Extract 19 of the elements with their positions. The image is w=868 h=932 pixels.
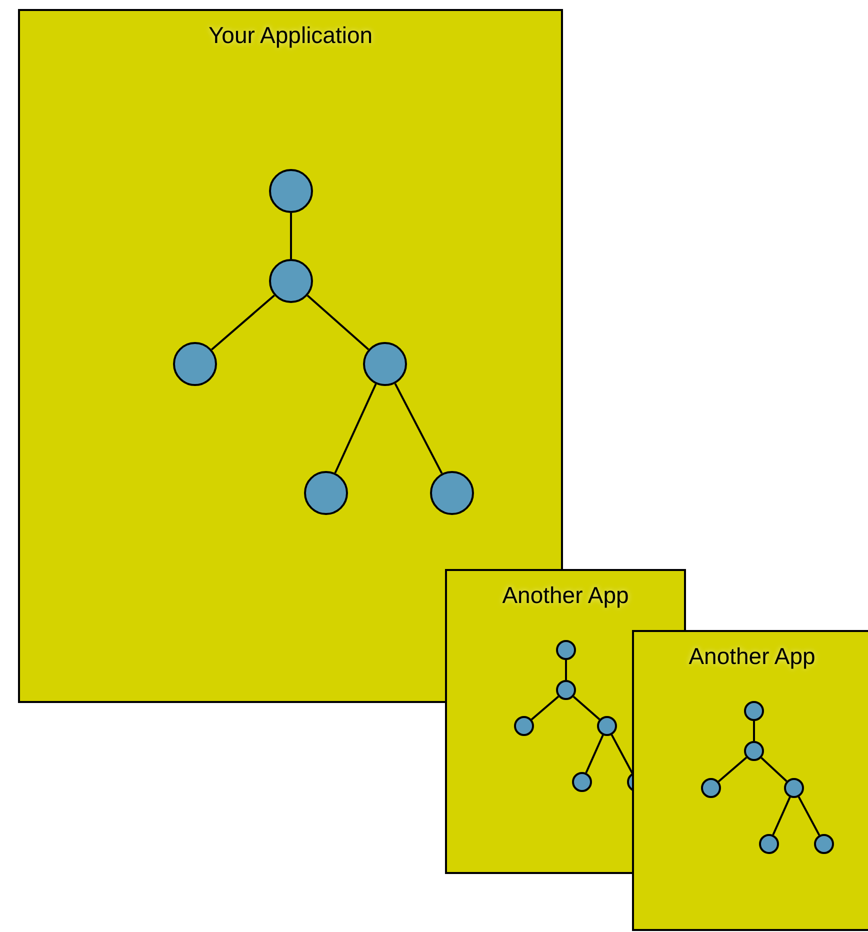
connector-line	[610, 734, 634, 774]
connector-line	[585, 734, 604, 774]
connector-line	[753, 721, 755, 741]
connector-line	[334, 384, 377, 474]
connector-line	[565, 660, 567, 680]
panel-title: Your Application	[208, 21, 373, 50]
connector-line	[210, 294, 276, 350]
connector-line	[572, 696, 600, 720]
connector-line	[718, 756, 748, 782]
connector-line	[530, 696, 560, 720]
connector-line	[290, 213, 292, 259]
panel-title: Another App	[502, 581, 629, 610]
connector-line	[798, 796, 820, 836]
connector-line	[394, 383, 443, 474]
panel-title: Another App	[688, 642, 816, 671]
connector-line	[760, 757, 788, 782]
connector-line	[306, 294, 370, 350]
connector-line	[772, 796, 791, 836]
application-panel	[632, 630, 868, 931]
